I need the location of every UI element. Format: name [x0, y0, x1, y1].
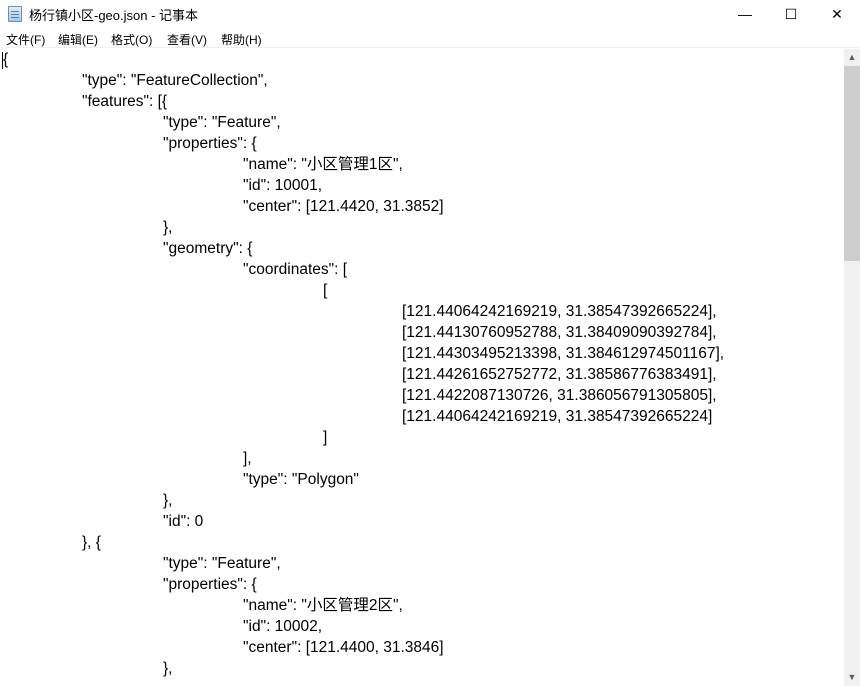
- menu-file[interactable]: 文件(F): [6, 33, 46, 47]
- window-title: 杨行镇小区-geo.json - 记事本: [29, 8, 199, 23]
- text-line: {: [3, 51, 9, 68]
- text-line: },: [163, 660, 173, 677]
- title-bar: 杨行镇小区-geo.json - 记事本 — ☐ ✕: [0, 0, 860, 28]
- menu-bar: 文件(F) 编辑(E) 格式(O) 查看(V) 帮助(H): [0, 28, 860, 48]
- text-caret: [2, 52, 3, 69]
- menu-view[interactable]: 查看(V): [167, 33, 207, 47]
- text-line: "type": "Feature",: [163, 114, 281, 131]
- text-line: "properties": {: [163, 135, 257, 152]
- text-editor[interactable]: { "type": "FeatureCollection", "features":…: [0, 49, 844, 686]
- menu-edit[interactable]: 编辑(E): [58, 33, 98, 47]
- text-line: "features": [{: [82, 93, 168, 110]
- text-line: },: [163, 492, 173, 509]
- maximize-button[interactable]: ☐: [784, 5, 798, 22]
- scroll-up-button[interactable]: ▲: [847, 52, 857, 62]
- text-line: [: [323, 282, 328, 299]
- text-line: "geometry": {: [163, 240, 253, 257]
- text-line: [121.44064242169219, 31.38547392665224],: [402, 303, 717, 320]
- text-line: [121.4422087130726, 31.386056791305805],: [402, 387, 717, 404]
- text-line: [121.44064242169219, 31.38547392665224]: [402, 408, 713, 425]
- text-line: "name": "小区管理2区",: [243, 597, 403, 614]
- text-line: },: [163, 219, 173, 236]
- text-line: "type": "Polygon": [243, 471, 359, 488]
- text-line: [121.44261652752772, 31.38586776383491],: [402, 366, 717, 383]
- text-line: ]: [323, 429, 328, 446]
- scrollbar-thumb[interactable]: [844, 66, 860, 261]
- text-line: [121.44303495213398, 31.384612974501167]…: [402, 345, 725, 362]
- menu-format[interactable]: 格式(O): [111, 33, 153, 47]
- text-line: }, {: [82, 534, 101, 551]
- text-line: ],: [243, 450, 252, 467]
- text-line: "id": 0: [163, 513, 204, 530]
- text-line: "center": [121.4400, 31.3846]: [243, 639, 444, 656]
- text-line: "id": 10002,: [243, 618, 323, 635]
- scroll-down-button[interactable]: ▼: [847, 672, 857, 682]
- text-line: "type": "Feature",: [163, 555, 281, 572]
- text-line: "coordinates": [: [243, 261, 348, 278]
- text-line: "center": [121.4420, 31.3852]: [243, 198, 444, 215]
- close-button[interactable]: ✕: [831, 5, 843, 22]
- text-line: "properties": {: [163, 576, 257, 593]
- text-line: [121.44130760952788, 31.38409090392784],: [402, 324, 717, 341]
- menu-help[interactable]: 帮助(H): [221, 33, 262, 47]
- text-line: "type": "FeatureCollection",: [82, 72, 268, 89]
- vertical-scrollbar[interactable]: ▲ ▼: [844, 49, 860, 686]
- minimize-button[interactable]: —: [738, 6, 752, 22]
- text-line: "id": 10001,: [243, 177, 323, 194]
- notepad-icon: [8, 6, 22, 22]
- text-line: "name": "小区管理1区",: [243, 156, 403, 173]
